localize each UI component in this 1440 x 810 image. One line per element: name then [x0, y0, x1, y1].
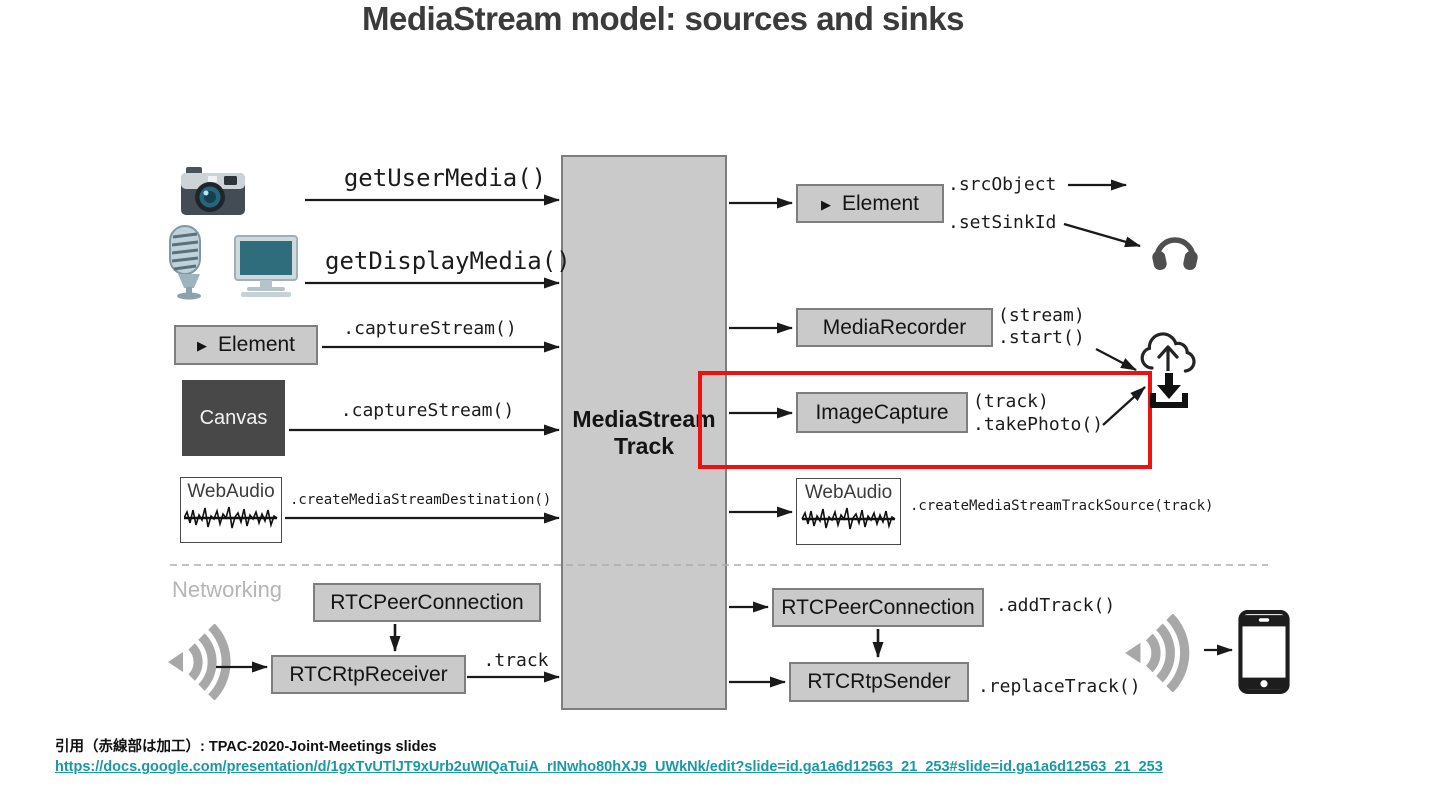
src-object-label: .srcObject — [948, 174, 1057, 195]
source-webaudio-box: WebAudio — [180, 477, 282, 543]
camera-icon — [180, 164, 246, 216]
peer-connection-left-box: RTCPeerConnection — [313, 583, 541, 622]
take-photo-label: .takePhoto() — [973, 414, 1104, 435]
media-recorder-box: MediaRecorder — [796, 308, 993, 347]
citation-text: 引用（赤線部は加工）: TPAC-2020-Joint-Meetings sli… — [55, 739, 437, 755]
set-sink-id-label: .setSinkId — [948, 212, 1057, 233]
mediastream-line2: Track — [613, 432, 675, 459]
rtp-receiver-label: RTCRtpReceiver — [289, 662, 448, 686]
source-link[interactable]: https://docs.google.com/presentation/d/1… — [55, 759, 1163, 775]
wifi-signal-icon — [1122, 614, 1200, 692]
arrow — [1095, 347, 1137, 372]
sink-element-label: Element — [841, 191, 920, 215]
get-user-media-label: getUserMedia() — [343, 164, 547, 192]
sink-element-box: ▶ Element — [796, 184, 944, 223]
media-recorder-start-label: .start() — [998, 327, 1085, 348]
play-icon: ▶ — [820, 196, 831, 212]
create-media-stream-track-source-label: .createMediaStreamTrackSource(track) — [910, 498, 1214, 514]
track-label: .track — [483, 650, 549, 671]
peer-connection-left-label: RTCPeerConnection — [330, 590, 524, 614]
microphone-icon — [158, 224, 220, 300]
source-link-container: https://docs.google.com/presentation/d/1… — [55, 759, 1163, 775]
canvas-capture-stream-label: .captureStream() — [340, 400, 515, 421]
rtp-sender-label: RTCRtpSender — [807, 670, 951, 693]
source-element-box: ▶ Element — [174, 325, 318, 365]
play-icon: ▶ — [196, 338, 207, 353]
peer-connection-right-label: RTCPeerConnection — [781, 595, 975, 619]
image-capture-args-label: (track) — [973, 391, 1049, 412]
create-media-stream-destination-label: .createMediaStreamDestination() — [290, 492, 552, 508]
sink-webaudio-label: WebAudio — [804, 482, 893, 503]
rtp-receiver-box: RTCRtpReceiver — [271, 655, 466, 694]
waveform-icon — [184, 506, 278, 529]
canvas-label: Canvas — [199, 406, 268, 429]
canvas-box: Canvas — [182, 380, 285, 456]
arrow — [1063, 222, 1141, 248]
source-element-label: Element — [217, 333, 296, 356]
element-capture-stream-label: .captureStream() — [343, 318, 517, 339]
image-capture-label: ImageCapture — [815, 400, 949, 424]
download-icon — [1148, 372, 1190, 410]
add-track-label: .addTrack() — [996, 595, 1116, 616]
mediastream-line1: MediaStream — [572, 405, 716, 432]
media-recorder-label: MediaRecorder — [822, 315, 967, 339]
smartphone-icon — [1238, 610, 1290, 694]
media-recorder-args-label: (stream) — [998, 305, 1085, 326]
cloud-upload-icon — [1138, 325, 1200, 377]
get-display-media-label: getDisplayMedia() — [325, 247, 571, 275]
headphones-icon — [1152, 224, 1198, 272]
sink-webaudio-box: WebAudio — [796, 478, 901, 545]
image-capture-box: ImageCapture — [796, 392, 968, 433]
monitor-icon — [233, 234, 299, 298]
waveform-icon — [800, 507, 895, 530]
rtp-sender-box: RTCRtpSender — [789, 662, 969, 702]
peer-connection-right-box: RTCPeerConnection — [772, 588, 984, 627]
page-title: MediaStream model: sources and sinks — [362, 0, 964, 37]
red-highlight-rectangle — [698, 371, 1152, 469]
replace-track-label: .replaceTrack() — [978, 676, 1141, 697]
networking-section-label: Networking — [172, 577, 283, 602]
source-webaudio-label: WebAudio — [187, 481, 275, 502]
wifi-signal-icon — [166, 624, 240, 700]
